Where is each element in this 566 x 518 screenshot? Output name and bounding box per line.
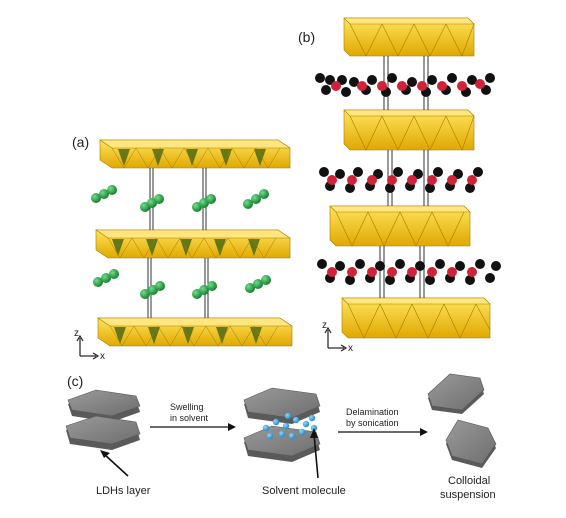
interlayer-anions-b2: [319, 167, 483, 193]
ldh-layer-b4: [341, 297, 491, 339]
swelling-label-2: in solvent: [170, 413, 209, 423]
panel-a: (a): [72, 134, 293, 362]
colloidal-label-2: suspension: [440, 489, 496, 501]
colloidal-label-1: Colloidal: [448, 475, 490, 487]
ldh-layer-b3: [329, 205, 471, 247]
ldh-layer-b1: [343, 17, 475, 57]
axis-b-x-label: x: [348, 343, 353, 354]
delamination-label-1: Delamination: [346, 407, 399, 417]
interlayer-anions-a: [91, 185, 271, 299]
panel-b: (b): [298, 17, 501, 354]
panel-c-label: (c): [67, 373, 83, 389]
axis-a-x-label: x: [100, 351, 105, 362]
panel-c: (c) Swelling in solvent: [65, 373, 497, 501]
ldh-layer-label: LDHs layer: [96, 485, 151, 497]
arrow-swelling: [150, 423, 236, 431]
solvent-callout-arrow: [310, 428, 319, 479]
axis-indicator-a: [76, 334, 100, 360]
ldh-layer-a1: [99, 139, 291, 169]
interlayer-anions-b3: [317, 259, 501, 285]
ldh-layer-a3: [97, 317, 293, 347]
swelling-label-1: Swelling: [170, 402, 204, 412]
panel-a-label: (a): [72, 134, 89, 150]
ldh-callout-arrow: [100, 450, 129, 477]
ldh-layer-b2: [343, 109, 475, 151]
colloidal-sheets: [427, 373, 497, 468]
panel-b-label: (b): [298, 29, 315, 45]
axis-b-z-label: z: [322, 320, 327, 331]
ldh-layer-a2: [95, 229, 291, 259]
ldh-stack: [65, 389, 141, 450]
solvent-molecule-label: Solvent molecule: [262, 485, 346, 497]
delamination-label-2: by sonication: [346, 418, 399, 428]
axis-indicator-b: [324, 326, 348, 352]
axis-a-z-label: z: [74, 328, 79, 339]
interlayer-anions-b1: [315, 73, 495, 97]
swollen-stack: [243, 387, 321, 462]
arrow-delamination: [338, 428, 428, 436]
solvent-molecules: [262, 412, 318, 440]
